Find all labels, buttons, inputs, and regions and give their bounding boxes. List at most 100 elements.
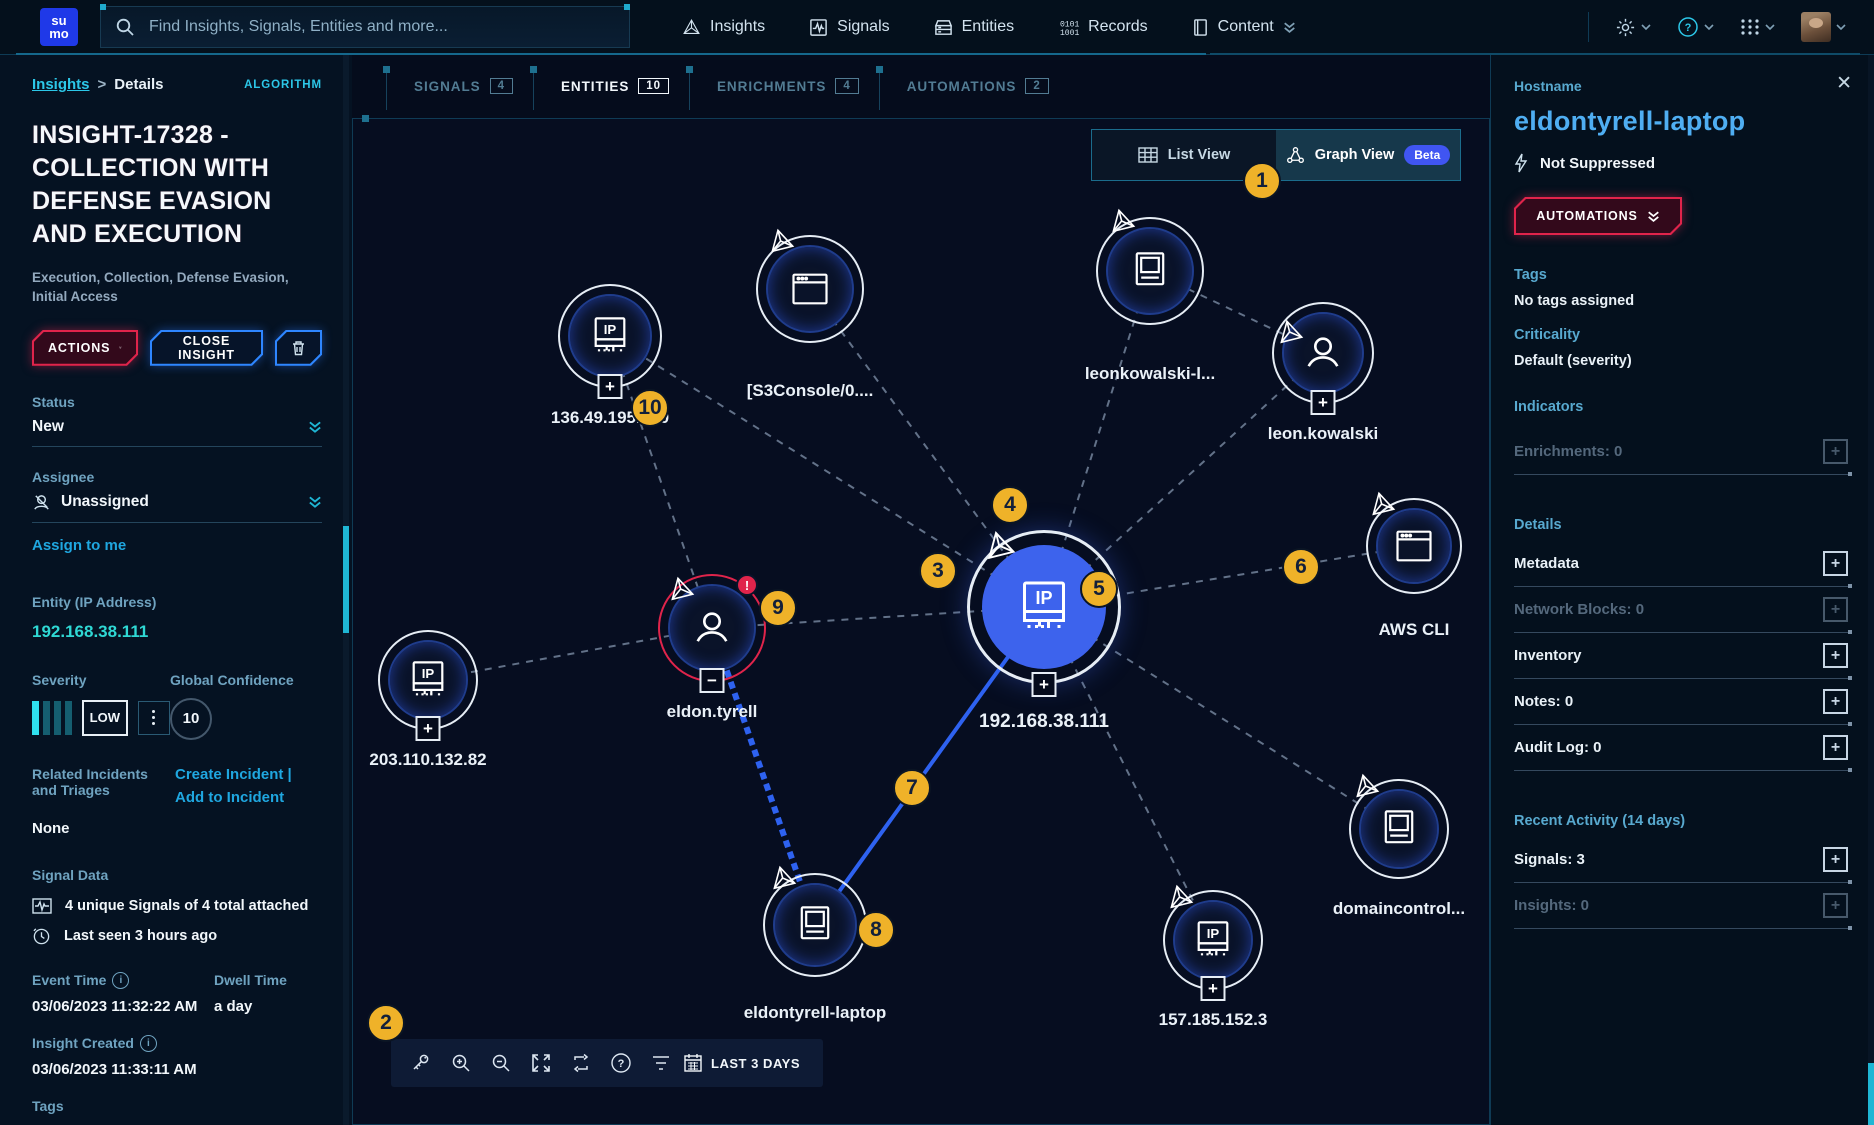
node-core	[773, 883, 857, 967]
expand-node-button[interactable]: +	[1200, 976, 1226, 1001]
sumo-logo[interactable]: su mo	[40, 8, 78, 46]
assign-to-me-link[interactable]: Assign to me	[32, 536, 127, 554]
expand-insights-button[interactable]: +	[1823, 893, 1848, 918]
graph-node-203-110-132-82[interactable]: + 203.110.132.82	[369, 630, 487, 769]
graph-node-domaincontroller[interactable]: domaincontrol...	[1333, 771, 1465, 918]
search-input[interactable]	[147, 17, 615, 37]
network-blocks-row[interactable]: Network Blocks: 0 +	[1514, 587, 1852, 634]
inventory-row[interactable]: Inventory +	[1514, 633, 1852, 680]
indicators-section-label: Indicators	[1514, 399, 1584, 415]
notes-row[interactable]: Notes: 0 +	[1514, 679, 1852, 726]
expand-node-button[interactable]: +	[597, 374, 623, 399]
annotation-badge-6: 6	[1282, 548, 1320, 586]
expand-inventory-button[interactable]: +	[1823, 643, 1848, 668]
page-scrollbar[interactable]	[1868, 54, 1874, 1125]
graph-view-button[interactable]: Graph View Beta	[1276, 130, 1460, 180]
info-icon[interactable]: i	[139, 1034, 157, 1052]
expand-node-button[interactable]: +	[1031, 672, 1057, 697]
graph-node-136-49-195-100[interactable]: + 136.49.195.100	[551, 284, 669, 427]
node-label: leonkowalski-l...	[1084, 364, 1216, 383]
signals-row[interactable]: Signals: 3 +	[1514, 837, 1852, 884]
entity-ip-link[interactable]: 192.168.38.111	[32, 621, 149, 641]
actions-button[interactable]: ACTIONS	[32, 330, 138, 366]
insights-row[interactable]: Insights: 0 +	[1514, 883, 1852, 930]
assignee-label: Assignee	[32, 468, 95, 485]
apps-menu[interactable]	[1740, 17, 1775, 37]
expand-metadata-button[interactable]: +	[1823, 551, 1848, 576]
breadcrumb-insights-link[interactable]: Insights	[32, 76, 90, 93]
breadcrumb-current: Details	[114, 76, 164, 93]
tab-entities[interactable]: ENTITIES 10	[529, 66, 691, 110]
expand-node-button[interactable]: +	[415, 716, 441, 741]
graph-node-192-168-38-111-selected[interactable]: + 192.168.38.111	[967, 528, 1121, 732]
graph-node-eldontyrell-laptop[interactable]: eldontyrell-laptop	[744, 863, 886, 1022]
enrichments-row[interactable]: Enrichments: 0 +	[1514, 429, 1852, 476]
expand-signals-button[interactable]: +	[1823, 847, 1848, 872]
zoom-in-icon	[452, 1054, 470, 1072]
search-icon	[116, 18, 134, 36]
close-insight-button[interactable]: CLOSE INSIGHT	[150, 330, 263, 366]
node-label: leon.kowalski	[1267, 424, 1379, 443]
automations-button[interactable]: AUTOMATIONS	[1514, 197, 1682, 235]
tab-signals-label: SIGNALS	[414, 78, 481, 94]
fit-view-button[interactable]	[521, 1043, 561, 1083]
graph-node-leon-kowalski[interactable]: + leon.kowalski	[1268, 302, 1378, 443]
create-incident-link[interactable]: Create Incident |	[175, 765, 292, 783]
expand-audit-log-button[interactable]: +	[1823, 735, 1848, 760]
status-select[interactable]: New	[32, 410, 322, 447]
user-menu[interactable]	[1801, 12, 1846, 42]
global-search[interactable]	[100, 4, 630, 48]
severity-bars	[32, 700, 72, 735]
metadata-row[interactable]: Metadata +	[1514, 541, 1852, 588]
time-range-button[interactable]: LAST 3 DAYS	[683, 1053, 800, 1073]
assignee-select[interactable]: Unassigned	[32, 485, 322, 523]
refresh-layout-button[interactable]	[561, 1043, 601, 1083]
node-core	[982, 545, 1106, 669]
add-to-incident-link[interactable]: Add to Incident	[175, 788, 285, 806]
nav-entities[interactable]: Entities	[934, 18, 1014, 37]
zoom-in-button[interactable]	[441, 1043, 481, 1083]
actions-button-label: ACTIONS	[48, 340, 111, 355]
close-panel-icon[interactable]: ✕	[1836, 73, 1852, 94]
graph-node-aws-cli[interactable]: AWS CLI	[1366, 489, 1462, 639]
tab-enrichments[interactable]: ENRICHMENTS 4	[685, 66, 881, 110]
expand-network-blocks-button[interactable]: +	[1823, 597, 1848, 622]
details-section-label: Details	[1514, 517, 1562, 533]
svg-text:?: ?	[618, 1058, 625, 1070]
expand-enrichments-button[interactable]: +	[1823, 439, 1848, 464]
graph-node-eldon-tyrell[interactable]: ! − eldon.tyrell	[658, 574, 766, 721]
entities-main-panel: SIGNALS 4 ENTITIES 10 ENRICHMENTS 4 AUTO…	[352, 54, 1490, 1125]
graph-node-leonkowalski-laptop[interactable]: leonkowalski-l...	[1085, 206, 1215, 383]
expand-notes-button[interactable]: +	[1823, 689, 1848, 714]
collapse-node-button[interactable]: −	[699, 668, 725, 693]
delete-insight-button[interactable]	[275, 330, 322, 366]
canvas-corner-accent	[362, 115, 369, 122]
hostname-value-link[interactable]: eldontyrell-laptop	[1514, 106, 1746, 136]
graph-view-icon	[1286, 146, 1304, 163]
tab-signals[interactable]: SIGNALS 4	[383, 66, 535, 110]
graph-help-button[interactable]: ?	[601, 1043, 641, 1083]
legend-key-button[interactable]	[401, 1043, 441, 1083]
expand-node-button[interactable]: +	[1310, 390, 1336, 415]
info-icon[interactable]: i	[112, 971, 130, 989]
sidebar-scrollbar-thumb[interactable]	[343, 526, 349, 633]
nav-signals[interactable]: Signals	[809, 18, 890, 37]
nav-content[interactable]: Content	[1192, 18, 1296, 37]
severity-menu-button[interactable]	[137, 700, 170, 735]
zoom-out-button[interactable]	[481, 1043, 521, 1083]
filter-button[interactable]	[641, 1043, 681, 1083]
recent-activity-label: Recent Activity (14 days)	[1514, 813, 1686, 829]
page-scrollbar-thumb[interactable]	[1868, 1063, 1874, 1125]
settings-menu[interactable]	[1615, 17, 1651, 38]
button-shape	[277, 332, 320, 364]
chevrons-down-icon	[308, 496, 322, 508]
nav-insights[interactable]: Insights	[682, 18, 765, 37]
tab-automations[interactable]: AUTOMATIONS 2	[875, 66, 1071, 110]
graph-node-s3console[interactable]: [S3Console/0....	[747, 226, 873, 400]
audit-log-row[interactable]: Audit Log: 0 +	[1514, 725, 1852, 772]
entity-graph-canvas[interactable]: + 136.49.195.100 [S3Console/0.... leonko…	[352, 115, 1490, 1125]
help-menu[interactable]: ?	[1677, 16, 1714, 38]
graph-node-157-185-152-3[interactable]: + 157.185.152.3	[1159, 882, 1267, 1029]
